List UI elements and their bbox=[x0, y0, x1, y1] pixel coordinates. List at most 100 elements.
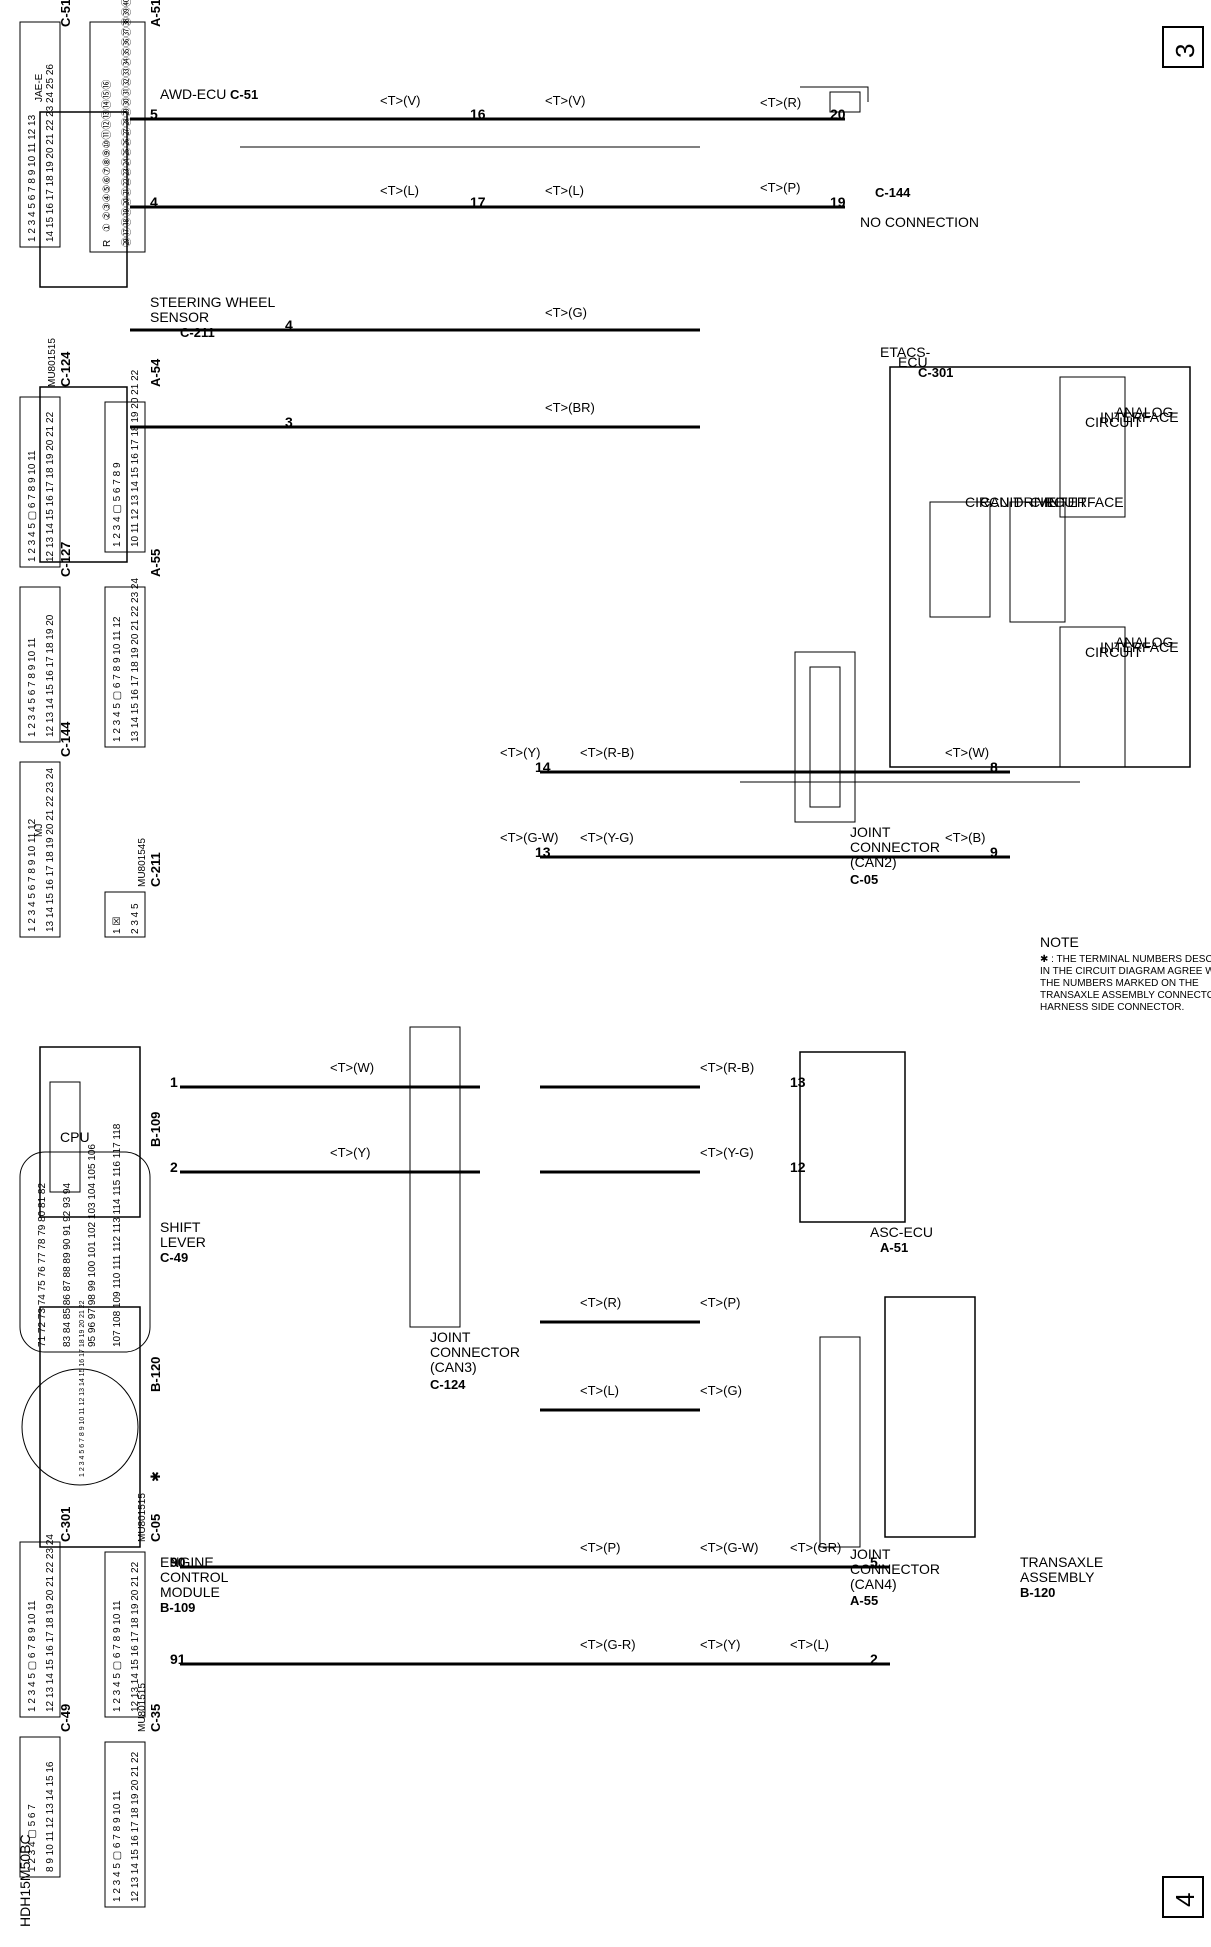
steering-l2: SENSOR bbox=[150, 309, 209, 325]
etacs-label: ETACS- bbox=[880, 344, 931, 360]
wire-awd-l1: <T>(L) bbox=[380, 183, 419, 198]
awd-ecu-box bbox=[39, 111, 128, 288]
jc-can3-l1: JOINT bbox=[430, 1329, 471, 1345]
figure-code: HDH15M50BC bbox=[17, 1834, 33, 1927]
can-drive-box bbox=[929, 501, 991, 618]
ecm-l1: ENGINE bbox=[160, 1554, 214, 1570]
ecm-box bbox=[39, 1306, 141, 1548]
transaxle-pin-2: 2 bbox=[870, 1651, 878, 1667]
asc-pin-13: 13 bbox=[790, 1074, 806, 1090]
wire-g3: <T>(G) bbox=[700, 1383, 742, 1398]
wire-l4: <T>(L) bbox=[790, 1637, 829, 1652]
jc-can2-l1: JOINT bbox=[850, 824, 891, 840]
jc-can4-l1: JOINT bbox=[850, 1546, 891, 1562]
etacs-pin-9: 9 bbox=[990, 844, 998, 860]
ecm-pin-90: 90 bbox=[170, 1554, 186, 1570]
etacs-label-2: ECU bbox=[898, 354, 928, 370]
analog-interface-1-box bbox=[1059, 376, 1126, 518]
c35-pin-17: 17 bbox=[470, 194, 486, 210]
st-pin-4: 4 bbox=[285, 317, 293, 333]
shift-l1: SHIFT bbox=[160, 1219, 201, 1235]
c127-pin-13: 13 bbox=[535, 844, 551, 860]
ecm-pin-91: 91 bbox=[170, 1651, 186, 1667]
asc-ecu-box bbox=[799, 1051, 906, 1223]
note-line-4: TRANSAXLE ASSEMBLY CONNECTOR AND bbox=[1040, 990, 1211, 1001]
jc-can4-frame bbox=[819, 1336, 861, 1548]
transaxle-box bbox=[884, 1296, 976, 1538]
jc-can3-l3: (CAN3) bbox=[430, 1359, 477, 1375]
wire-y4: <T>(Y) bbox=[700, 1637, 740, 1652]
etacs-ecu-box bbox=[889, 366, 1191, 768]
wire-gr4: <T>(GR) bbox=[790, 1540, 841, 1555]
analog-interface-2-box bbox=[1059, 626, 1126, 768]
no-connection-label: NO CONNECTION bbox=[860, 214, 979, 230]
jc-can3-code: C-124 bbox=[430, 1377, 466, 1392]
analog1-l3: CIRCUIT bbox=[1085, 414, 1142, 430]
note-title: NOTE bbox=[1040, 934, 1079, 950]
st-pin-3: 3 bbox=[285, 414, 293, 430]
note-line-3: THE NUMBERS MARKED ON THE bbox=[1040, 978, 1199, 989]
analog2-l1: ANALOG bbox=[1115, 634, 1173, 650]
no-connection-code: C-144 bbox=[875, 185, 911, 200]
jc-can3-l2: CONNECTOR bbox=[430, 1344, 520, 1360]
wire-et-b: <T>(B) bbox=[945, 830, 985, 845]
transaxle-pin-5: 5 bbox=[870, 1554, 878, 1570]
nc-pin-20: 20 bbox=[830, 106, 846, 122]
sheet-number-left: 3 bbox=[1170, 44, 1200, 58]
jc-can2-l3: (CAN2) bbox=[850, 854, 897, 870]
jc-can4-code: A-55 bbox=[850, 1593, 878, 1608]
wire-r3: <T>(R) bbox=[580, 1295, 621, 1310]
wire-gr-r4: <T>(G-R) bbox=[580, 1637, 636, 1652]
c35-pin-16: 16 bbox=[470, 106, 486, 122]
wire-rb1: <T>(R-B) bbox=[580, 745, 634, 760]
wire-y1: <T>(Y) bbox=[500, 745, 540, 760]
no-connection-box bbox=[829, 91, 861, 113]
jc-can4-l2: CONNECTOR bbox=[850, 1561, 940, 1577]
cpu-label: CPU bbox=[60, 1129, 90, 1145]
ecm-l3: MODULE bbox=[160, 1584, 220, 1600]
nc-pin-19: 19 bbox=[830, 194, 846, 210]
jc-can4-l3: (CAN4) bbox=[850, 1576, 897, 1592]
awd-label: AWD-ECU bbox=[160, 86, 226, 102]
c127-pin-14: 14 bbox=[535, 759, 551, 775]
wire-l3: <T>(L) bbox=[580, 1383, 619, 1398]
note-line-2: IN THE CIRCUIT DIAGRAM AGREE WITH bbox=[1040, 966, 1211, 977]
transaxle-l2: ASSEMBLY bbox=[1020, 1569, 1095, 1585]
shift-pin-2: 2 bbox=[170, 1159, 178, 1175]
jc-can2-code: C-05 bbox=[850, 872, 878, 887]
wire-gw1: <T>(G-W) bbox=[500, 830, 559, 845]
interface-l1: INTERFACE bbox=[1045, 494, 1124, 510]
asc-pin-12: 12 bbox=[790, 1159, 806, 1175]
wire-awd-v1: <T>(V) bbox=[380, 93, 420, 108]
awd-pin-4: 4 bbox=[150, 194, 158, 210]
jc-can2-frame bbox=[794, 651, 856, 823]
transaxle-l1: TRANSAXLE bbox=[1020, 1554, 1103, 1570]
wire-p4: <T>(P) bbox=[580, 1540, 620, 1555]
steering-l1: STEERING WHEEL bbox=[150, 294, 275, 310]
note-line-5: HARNESS SIDE CONNECTOR. bbox=[1040, 1002, 1184, 1013]
wire-et-w: <T>(W) bbox=[945, 745, 989, 760]
wire-gw4: <T>(G-W) bbox=[700, 1540, 759, 1555]
analog2-l3: CIRCUIT bbox=[1085, 644, 1142, 660]
shift-code: C-49 bbox=[160, 1250, 188, 1265]
candrive-l1: CAN DRIVE bbox=[980, 494, 1056, 510]
candrive-l2: CIRCUIT bbox=[965, 494, 1022, 510]
etacs-code: C-301 bbox=[918, 365, 953, 380]
wire-awd-v2: <T>(V) bbox=[545, 93, 585, 108]
shift-pin-1: 1 bbox=[170, 1074, 178, 1090]
ecm-code: B-109 bbox=[160, 1600, 195, 1615]
wire-group bbox=[130, 117, 1010, 1666]
note-line-1: ✱ : THE TERMINAL NUMBERS DESCRIBED bbox=[1040, 954, 1211, 965]
shift-l2: LEVER bbox=[160, 1234, 206, 1250]
asc-code: A-51 bbox=[880, 1240, 908, 1255]
jc-can3-frame bbox=[409, 1026, 461, 1328]
analog1-l1: ANALOG bbox=[1115, 404, 1173, 420]
steering-code: C-211 bbox=[180, 325, 215, 340]
wire-rb2: <T>(R-B) bbox=[700, 1060, 754, 1075]
wire-y2: <T>(Y) bbox=[330, 1145, 370, 1160]
awd-code: C-51 bbox=[230, 87, 258, 102]
etacs-pin-8: 8 bbox=[990, 759, 998, 775]
wire-st-g: <T>(G) bbox=[545, 305, 587, 320]
